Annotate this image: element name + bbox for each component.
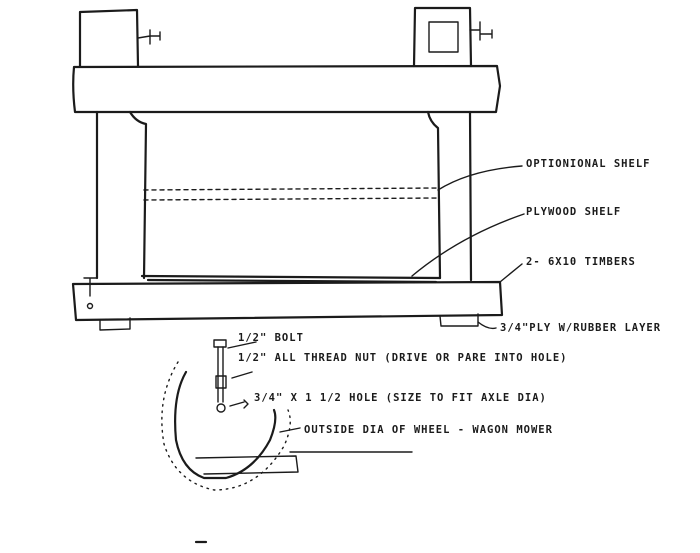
right-vise xyxy=(412,6,493,68)
bottom-timber xyxy=(71,280,504,322)
wheel-outer-dots xyxy=(161,361,291,491)
label-hole: 3/4" X 1 1/2 HOLE (SIZE TO FIT AXLE DIA) xyxy=(254,392,547,404)
label-optional-shelf: OPTIONIONAL SHELF xyxy=(526,158,651,170)
left-leg xyxy=(95,110,148,280)
label-ply-layer: 3/4"PLY W/RUBBER LAYER xyxy=(500,322,662,334)
wheel-leader xyxy=(279,427,301,433)
wheel-outline xyxy=(174,370,277,480)
wheel-base xyxy=(195,455,299,475)
ply-layer-leader xyxy=(477,321,497,330)
left-foot xyxy=(99,317,131,331)
label-wheel: OUTSIDE DIA OF WHEEL - WAGON MOWER xyxy=(304,424,553,436)
optional-shelf-leader xyxy=(437,165,523,191)
label-plywood-shelf: PLYWOOD SHELF xyxy=(526,206,622,218)
timbers-leader xyxy=(499,263,523,283)
plywood-shelf-leader xyxy=(411,213,525,277)
top-timber xyxy=(72,64,502,114)
label-bolt: 1/2" BOLT xyxy=(238,332,304,344)
axle-detail xyxy=(213,339,257,413)
right-leg xyxy=(426,110,473,282)
right-foot xyxy=(439,313,479,327)
bolt-hole xyxy=(86,302,94,310)
optional-shelf-line xyxy=(143,187,439,201)
bottom-bolt xyxy=(83,277,97,297)
plywood-shelf-line xyxy=(140,274,442,284)
label-timbers: 2- 6X10 TIMBERS xyxy=(526,256,636,268)
left-vise xyxy=(78,8,161,68)
label-all-thread: 1/2" ALL THREAD NUT (DRIVE OR PARE INTO … xyxy=(238,352,568,364)
